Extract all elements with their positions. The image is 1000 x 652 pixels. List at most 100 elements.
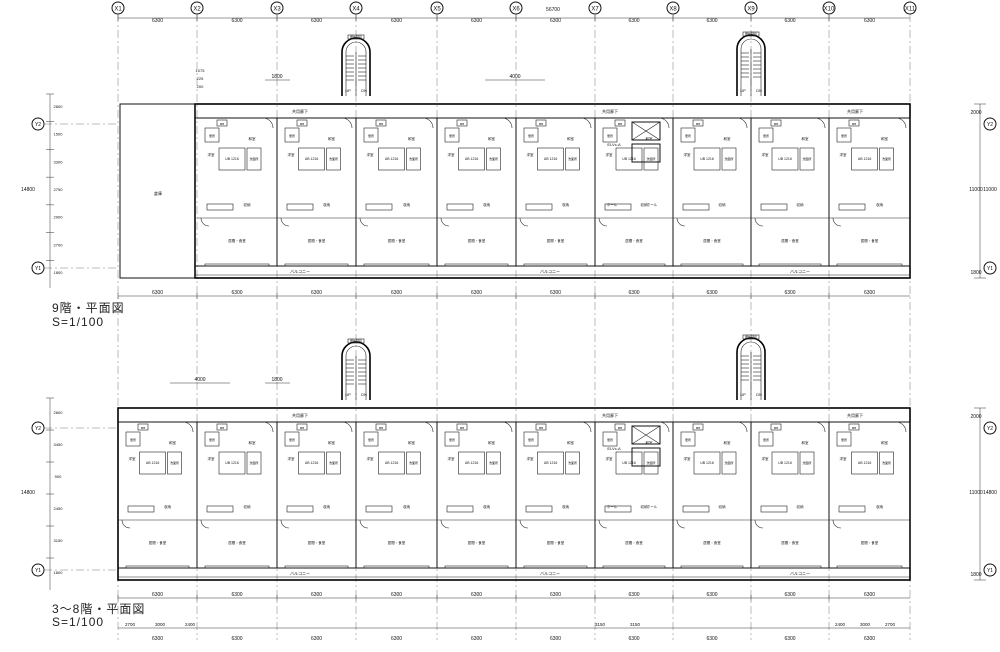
toilet-label: 便所 <box>685 437 691 442</box>
extra-dimension-text: 2700 <box>125 622 136 627</box>
door-swing <box>200 217 210 227</box>
left-dimension-text: 3300 <box>54 159 64 164</box>
extra-dimension-text: 4000 <box>509 74 520 80</box>
washroom <box>799 147 815 171</box>
toilet-label: 便所 <box>289 133 295 138</box>
toilet <box>680 431 696 447</box>
door-swing <box>580 117 592 129</box>
washroom-label: 洗面所 <box>249 460 258 465</box>
grid-axis-label: X3 <box>273 7 281 13</box>
living-room-label: 居間・食堂 <box>388 540 406 545</box>
unit-bath-label: UB 1216 <box>622 461 636 465</box>
door-swing <box>895 421 907 433</box>
elevator-shaft <box>631 121 661 141</box>
stair-down-label: DN <box>361 392 367 397</box>
extra-dimension-text: 1075 <box>196 68 206 73</box>
window <box>523 263 588 267</box>
row-axis-label: Y2 <box>987 122 993 128</box>
extra-dimension-text: 1800 <box>271 377 282 383</box>
closet-label: 収納 <box>323 504 331 509</box>
living-room-label: 居間・食堂 <box>781 238 799 243</box>
stair-down-label: DN <box>756 88 762 93</box>
bay-dimension-text: 6300 <box>864 636 875 642</box>
toilet-label: 便所 <box>607 133 613 138</box>
toilet <box>602 127 618 143</box>
roof-area <box>119 103 196 279</box>
washroom <box>246 147 262 171</box>
bay-dimension-text: 6300 <box>864 290 875 296</box>
mb-label: MB <box>618 426 623 430</box>
door-swing <box>832 519 842 529</box>
unit-bath <box>851 147 878 171</box>
closet-label: 収納 <box>797 202 805 207</box>
unit-bath <box>218 451 246 475</box>
unit-bath-label: UB 1216 <box>858 461 872 465</box>
toilet-label: 便所 <box>209 133 215 138</box>
door-swing <box>736 421 748 433</box>
washroom <box>167 451 182 475</box>
living-room-label: 居間・食堂 <box>781 540 799 545</box>
unit-bath <box>378 147 405 171</box>
bay-dimension-text: 6300 <box>550 290 561 296</box>
kitchen-counter <box>286 203 314 211</box>
unit-bath-label: UB 1216 <box>305 157 319 161</box>
unit-bath-label: UB 1216 <box>778 157 792 161</box>
unit-bath <box>771 451 799 475</box>
bedroom-label: 洋室 <box>527 152 535 157</box>
japanese-room-label: 和室 <box>488 440 496 445</box>
mb-box <box>848 119 860 127</box>
depth-dimension-text: 1800 <box>970 270 981 276</box>
mb-box <box>614 119 626 127</box>
total-dimension-text: 56700 <box>546 7 560 13</box>
kitchen-counter <box>604 203 632 211</box>
left-dimension-text: 900 <box>55 474 62 479</box>
elevator-shaft <box>631 143 661 163</box>
grid-axis-label: X11 <box>905 7 916 13</box>
washroom <box>246 451 262 475</box>
unit-bath-label: UB 1216 <box>778 461 792 465</box>
mb-box <box>216 423 228 431</box>
toilet-label: 便所 <box>841 133 847 138</box>
bay-dimension-text: 6300 <box>864 592 875 598</box>
closet-label: 収納 <box>323 202 331 207</box>
door-swing <box>501 117 513 129</box>
extra-dimension-text: 2400 <box>185 622 196 627</box>
left-dimension-text: 1800 <box>54 270 64 275</box>
stair-label: 屋外階段 <box>745 334 757 339</box>
stair-inner <box>345 41 367 96</box>
mb-box <box>692 119 704 127</box>
washroom-label: 洗面所 <box>409 460 418 465</box>
stair-down-label: DN <box>756 392 762 397</box>
washroom-label: 洗面所 <box>802 156 811 161</box>
grid-axis-label: X1 <box>114 7 122 13</box>
window <box>680 263 744 267</box>
unit-bath-label: UB 1216 <box>544 461 558 465</box>
stair-tag <box>347 338 365 344</box>
row-axis-label: Y2 <box>987 426 993 432</box>
balcony-label: バルコニー <box>540 571 560 576</box>
washroom <box>326 147 341 171</box>
japanese-room-label: 和室 <box>488 136 496 141</box>
unit-bath <box>615 451 643 475</box>
washroom-label: 洗面所 <box>724 460 733 465</box>
stair-outline <box>736 34 766 96</box>
washroom <box>879 147 894 171</box>
window <box>363 565 430 569</box>
kitchen-counter <box>760 203 788 211</box>
bay-dimension-text: 6300 <box>471 290 482 296</box>
door-swing <box>280 519 290 529</box>
elevator-shaft <box>631 447 661 467</box>
grid-axis-label: X2 <box>193 7 201 13</box>
closet-label: 収納 <box>876 504 884 509</box>
washroom <box>799 451 815 475</box>
bedroom-label: 洋室 <box>208 152 215 157</box>
unit-bath <box>298 147 325 171</box>
bedroom-label: 洋室 <box>684 456 692 461</box>
mb-box <box>375 423 387 431</box>
mb-box <box>535 119 547 127</box>
